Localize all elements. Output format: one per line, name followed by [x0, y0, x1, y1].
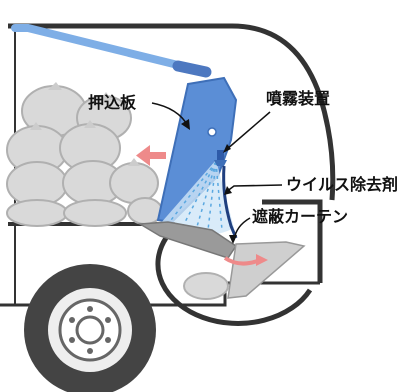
garbage-bag	[6, 199, 68, 227]
label-spray-device: 噴霧装置	[266, 89, 330, 108]
hopper-panel	[227, 241, 306, 299]
disinfectant-mist	[160, 160, 234, 236]
hydraulic-arm	[11, 24, 212, 78]
body-roof-line	[8, 23, 336, 201]
truck-body	[8, 23, 336, 326]
garbage-bag	[63, 199, 127, 227]
leader-spray-device	[225, 111, 271, 151]
body-rear-lower	[262, 199, 323, 283]
leader-disinfectant	[225, 184, 283, 193]
label-pusher-plate: 押込板	[88, 93, 137, 112]
pivot-pin	[207, 127, 217, 137]
rear-wheel	[24, 264, 156, 392]
garbage-bag	[127, 197, 163, 225]
label-shield-curtain: 遮蔽カーテン	[252, 207, 348, 226]
hopper-bowl	[155, 236, 313, 326]
hopper-garbage-bag	[183, 272, 229, 300]
leader-arrowheads	[181, 119, 237, 244]
push-direction-arrow	[136, 145, 166, 166]
label-disinfectant: ウイルス除去剤	[286, 175, 398, 194]
shield-curtain	[222, 165, 238, 239]
mist-droplets	[167, 161, 223, 231]
spray-nozzle	[214, 150, 227, 166]
garbage-bag	[109, 162, 159, 204]
rotation-arrow-head	[256, 254, 268, 266]
garbage-bags	[6, 85, 163, 227]
pusher-plate	[156, 76, 238, 224]
garbage-bag-knots	[30, 82, 140, 166]
